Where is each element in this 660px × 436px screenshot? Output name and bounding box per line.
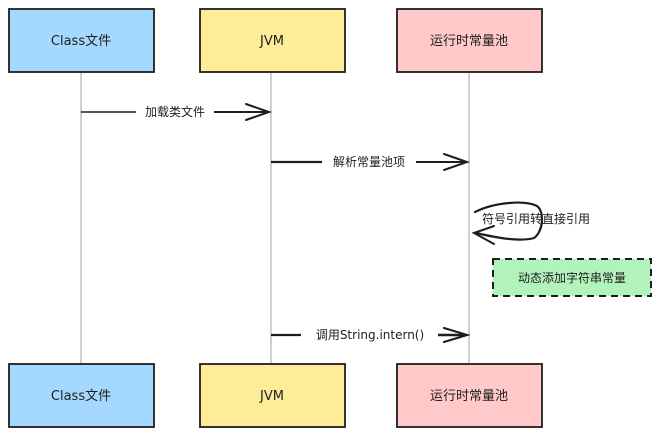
participant-label: JVM	[259, 389, 284, 404]
message-label: 解析常量池项	[333, 155, 405, 169]
note-dynamic-add[interactable]: 动态添加字符串常量	[492, 258, 652, 297]
participant-label: Class文件	[51, 389, 111, 404]
participant-jvm-top[interactable]: JVM	[199, 8, 346, 73]
participant-label: 运行时常量池	[430, 389, 508, 404]
message-self-resolve[interactable]: 符号引用转直接引用	[468, 201, 602, 245]
note-label: 动态添加字符串常量	[518, 270, 626, 285]
participant-label: Class文件	[51, 34, 111, 49]
arrowhead-icon	[471, 225, 495, 245]
message-label: 符号引用转直接引用	[482, 211, 590, 226]
participant-box	[396, 8, 543, 73]
participant-box	[199, 8, 346, 73]
message-intern[interactable]: 调用String.intern()	[271, 326, 471, 344]
message-load-class[interactable]: 加载类文件	[81, 103, 273, 121]
participant-box	[8, 8, 155, 73]
participant-class-top[interactable]: Class文件	[8, 8, 155, 73]
arrowhead-icon	[245, 103, 273, 121]
participant-box	[396, 363, 543, 428]
note-box	[492, 258, 652, 297]
participant-pool-bottom[interactable]: 运行时常量池	[396, 363, 543, 428]
participant-box	[199, 363, 346, 428]
arrowhead-icon	[443, 153, 471, 171]
participant-jvm-bottom[interactable]: JVM	[199, 363, 346, 428]
participant-box	[8, 363, 155, 428]
participant-label: 运行时常量池	[430, 34, 508, 49]
arrowhead-icon	[442, 326, 471, 344]
self-loop-line	[473, 201, 544, 241]
message-resolve-pool[interactable]: 解析常量池项	[271, 153, 471, 171]
message-label: 加载类文件	[145, 104, 205, 119]
participant-class-bottom[interactable]: Class文件	[8, 363, 155, 428]
message-label: 调用String.intern()	[316, 328, 424, 342]
participant-label: JVM	[259, 34, 284, 49]
participant-pool-top[interactable]: 运行时常量池	[396, 8, 543, 73]
